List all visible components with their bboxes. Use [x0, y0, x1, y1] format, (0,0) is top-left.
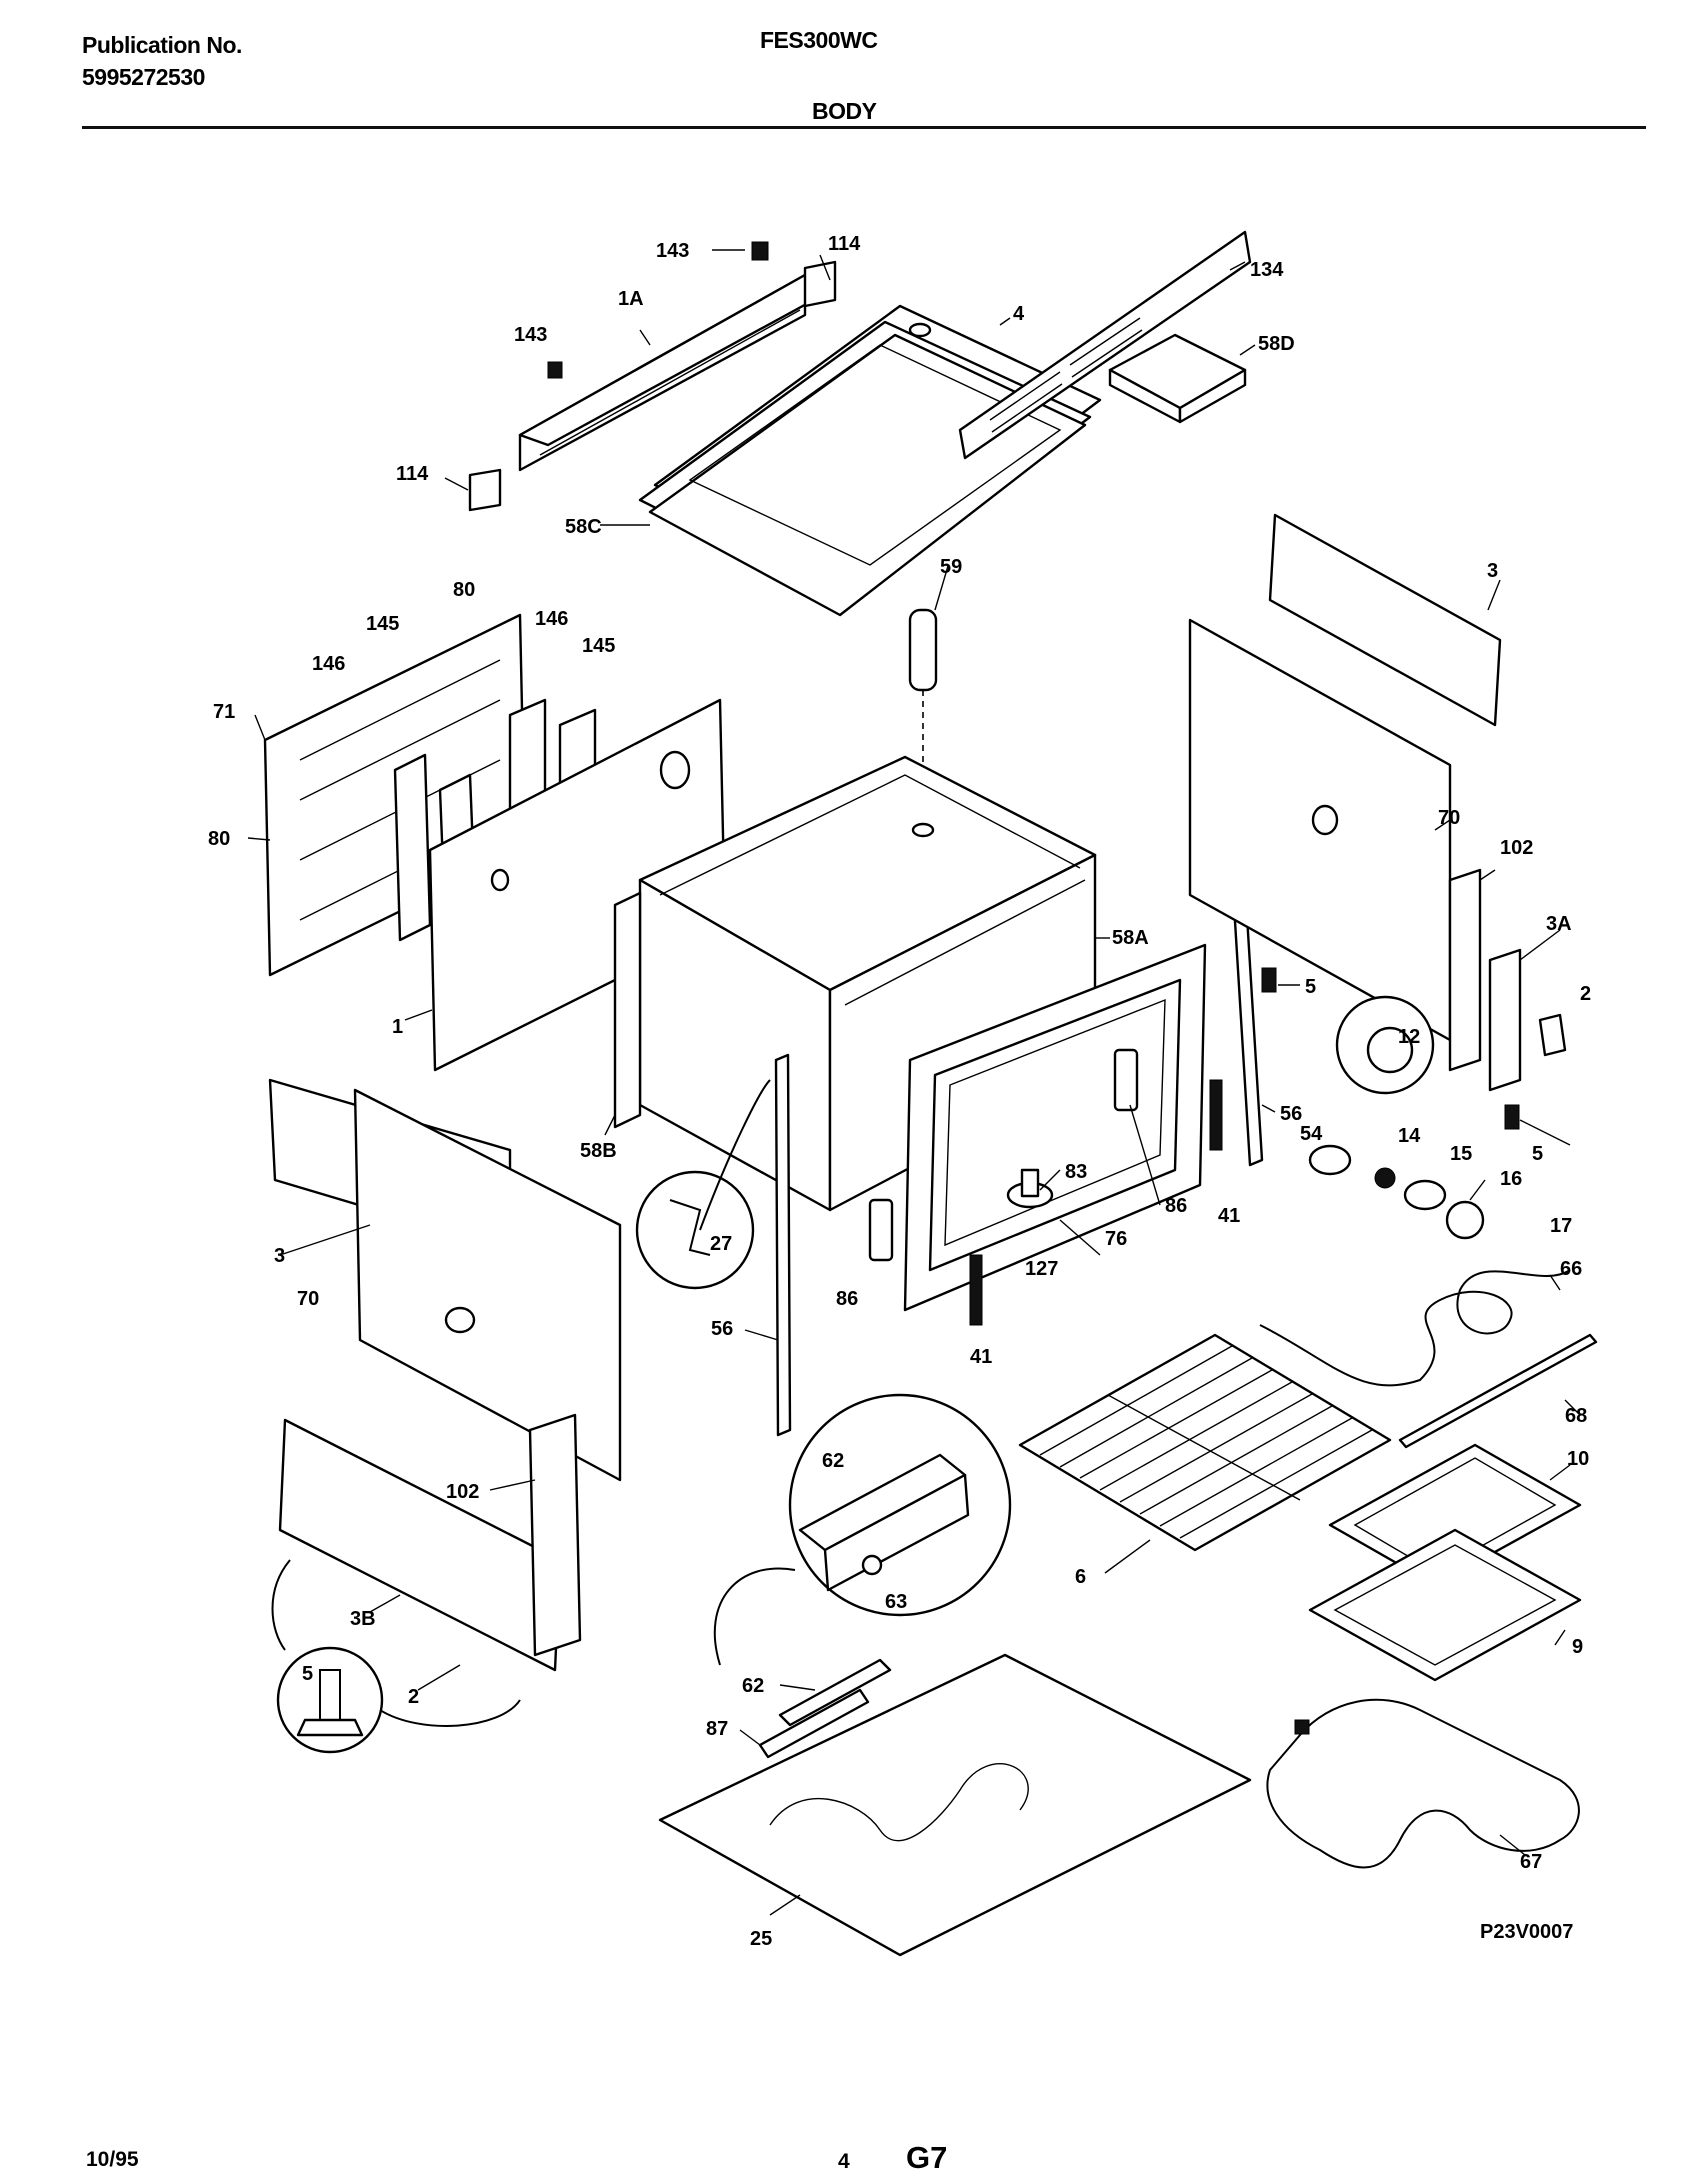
- part-label: 41: [1218, 1205, 1240, 1227]
- part-label: 145: [582, 635, 615, 657]
- header-rule: [82, 126, 1646, 129]
- bracket-part: [468, 241, 837, 512]
- bake-element-part: [1259, 1269, 1598, 1449]
- publication-label: Publication No.: [82, 32, 242, 58]
- part-label: 62: [742, 1675, 764, 1697]
- part-label: 114: [396, 463, 429, 485]
- part-label: 145: [366, 613, 399, 635]
- part-label: 127: [1025, 1258, 1058, 1280]
- part-label: 27: [710, 1233, 732, 1255]
- part-label: 71: [213, 701, 235, 723]
- oven-rack-part: [1018, 1333, 1392, 1552]
- insulation-pad-part: [1108, 333, 1247, 424]
- bottom-panel-part: [658, 1653, 1252, 1957]
- hinge-part: [868, 1048, 1139, 1262]
- leveler-detail-circle: [271, 1559, 521, 1754]
- part-label: 146: [312, 653, 345, 675]
- leader-lines: [247, 249, 1581, 1916]
- lower-side-panel-part: [268, 1078, 622, 1672]
- part-label: 54: [1300, 1123, 1323, 1145]
- leveler-part: [1261, 967, 1520, 1130]
- part-label: 56: [1280, 1103, 1302, 1125]
- part-label: 3A: [1546, 913, 1572, 935]
- section-title: BODY: [812, 98, 877, 124]
- part-label: 76: [1105, 1228, 1127, 1250]
- footer-section-code: G7: [906, 2140, 948, 2175]
- part-label: 63: [885, 1591, 907, 1613]
- part-label: 102: [1500, 837, 1533, 859]
- part-label: 70: [297, 1288, 319, 1310]
- part-label: 4: [1013, 303, 1025, 325]
- part-label: 62: [822, 1450, 844, 1472]
- part-label: 143: [656, 240, 689, 262]
- part-label: 58D: [1258, 333, 1295, 355]
- seal-strip-part: [969, 1079, 1223, 1326]
- part-label: 80: [453, 579, 475, 601]
- part-label: 16: [1500, 1168, 1522, 1190]
- part-label: 67: [1520, 1851, 1542, 1873]
- part-label: 80: [208, 828, 230, 850]
- part-label: 5: [302, 1663, 313, 1685]
- part-label: 2: [408, 1686, 419, 1708]
- part-label: 3: [1487, 560, 1498, 582]
- side-insulation-part: [613, 891, 642, 1129]
- part-label: 114: [828, 233, 861, 255]
- drawing-code: P23V0007: [1480, 1921, 1573, 1943]
- side-bracket-part: [1448, 868, 1567, 1092]
- model-number: FES300WC: [760, 27, 878, 53]
- part-label: 5: [1305, 976, 1316, 998]
- part-label: 134: [1250, 259, 1284, 281]
- part-label: 68: [1565, 1405, 1587, 1427]
- oven-light-part: [1308, 995, 1485, 1240]
- part-label: 41: [970, 1346, 992, 1368]
- part-label: 12: [1398, 1026, 1420, 1048]
- part-label: 56: [711, 1318, 733, 1340]
- part-label: 86: [1165, 1195, 1187, 1217]
- spacer-tube-part: [908, 608, 938, 830]
- part-label: 1: [392, 1016, 403, 1038]
- part-label: 58A: [1112, 927, 1149, 949]
- part-label: 58C: [565, 516, 602, 538]
- part-label: 9: [1572, 1636, 1583, 1658]
- part-label: 17: [1550, 1215, 1572, 1237]
- part-label: 15: [1450, 1143, 1472, 1165]
- top-panel-part: [638, 304, 1102, 617]
- part-label: 86: [836, 1288, 858, 1310]
- footer-date: 10/95: [86, 2148, 139, 2171]
- part-label: 146: [535, 608, 568, 630]
- part-label: 59: [940, 556, 962, 578]
- part-label: 10: [1567, 1448, 1589, 1470]
- part-label: 25: [750, 1928, 772, 1950]
- publication-number: 5995272530: [82, 64, 205, 90]
- broil-element-part: [1266, 1698, 1580, 1869]
- part-labels: 143 114 134 1A 143 4 58D 114 58C 59 3 80…: [208, 233, 1591, 1950]
- part-label: 143: [514, 324, 547, 346]
- part-label: 1A: [618, 288, 644, 310]
- part-label: 2: [1580, 983, 1591, 1005]
- part-label: 6: [1075, 1566, 1086, 1588]
- part-label: 66: [1560, 1258, 1582, 1280]
- part-label: 58B: [580, 1140, 617, 1162]
- part-label: 3B: [350, 1608, 376, 1630]
- control-detail-circle: [713, 1393, 1012, 1666]
- footer-page-number: 4: [838, 2150, 850, 2173]
- part-label: 14: [1398, 1125, 1421, 1147]
- part-label: 83: [1065, 1161, 1087, 1183]
- part-label: 102: [446, 1481, 479, 1503]
- part-label: 87: [706, 1718, 728, 1740]
- part-label: 3: [274, 1245, 285, 1267]
- vent-panel-part: [958, 230, 1252, 460]
- rear-shield-part: [518, 273, 834, 472]
- detail-circle: [635, 1079, 771, 1290]
- part-label: 70: [1438, 807, 1460, 829]
- broiler-pan-part: [1308, 1443, 1582, 1682]
- part-label: 5: [1532, 1143, 1543, 1165]
- rear-panel-part: [1188, 513, 1502, 1042]
